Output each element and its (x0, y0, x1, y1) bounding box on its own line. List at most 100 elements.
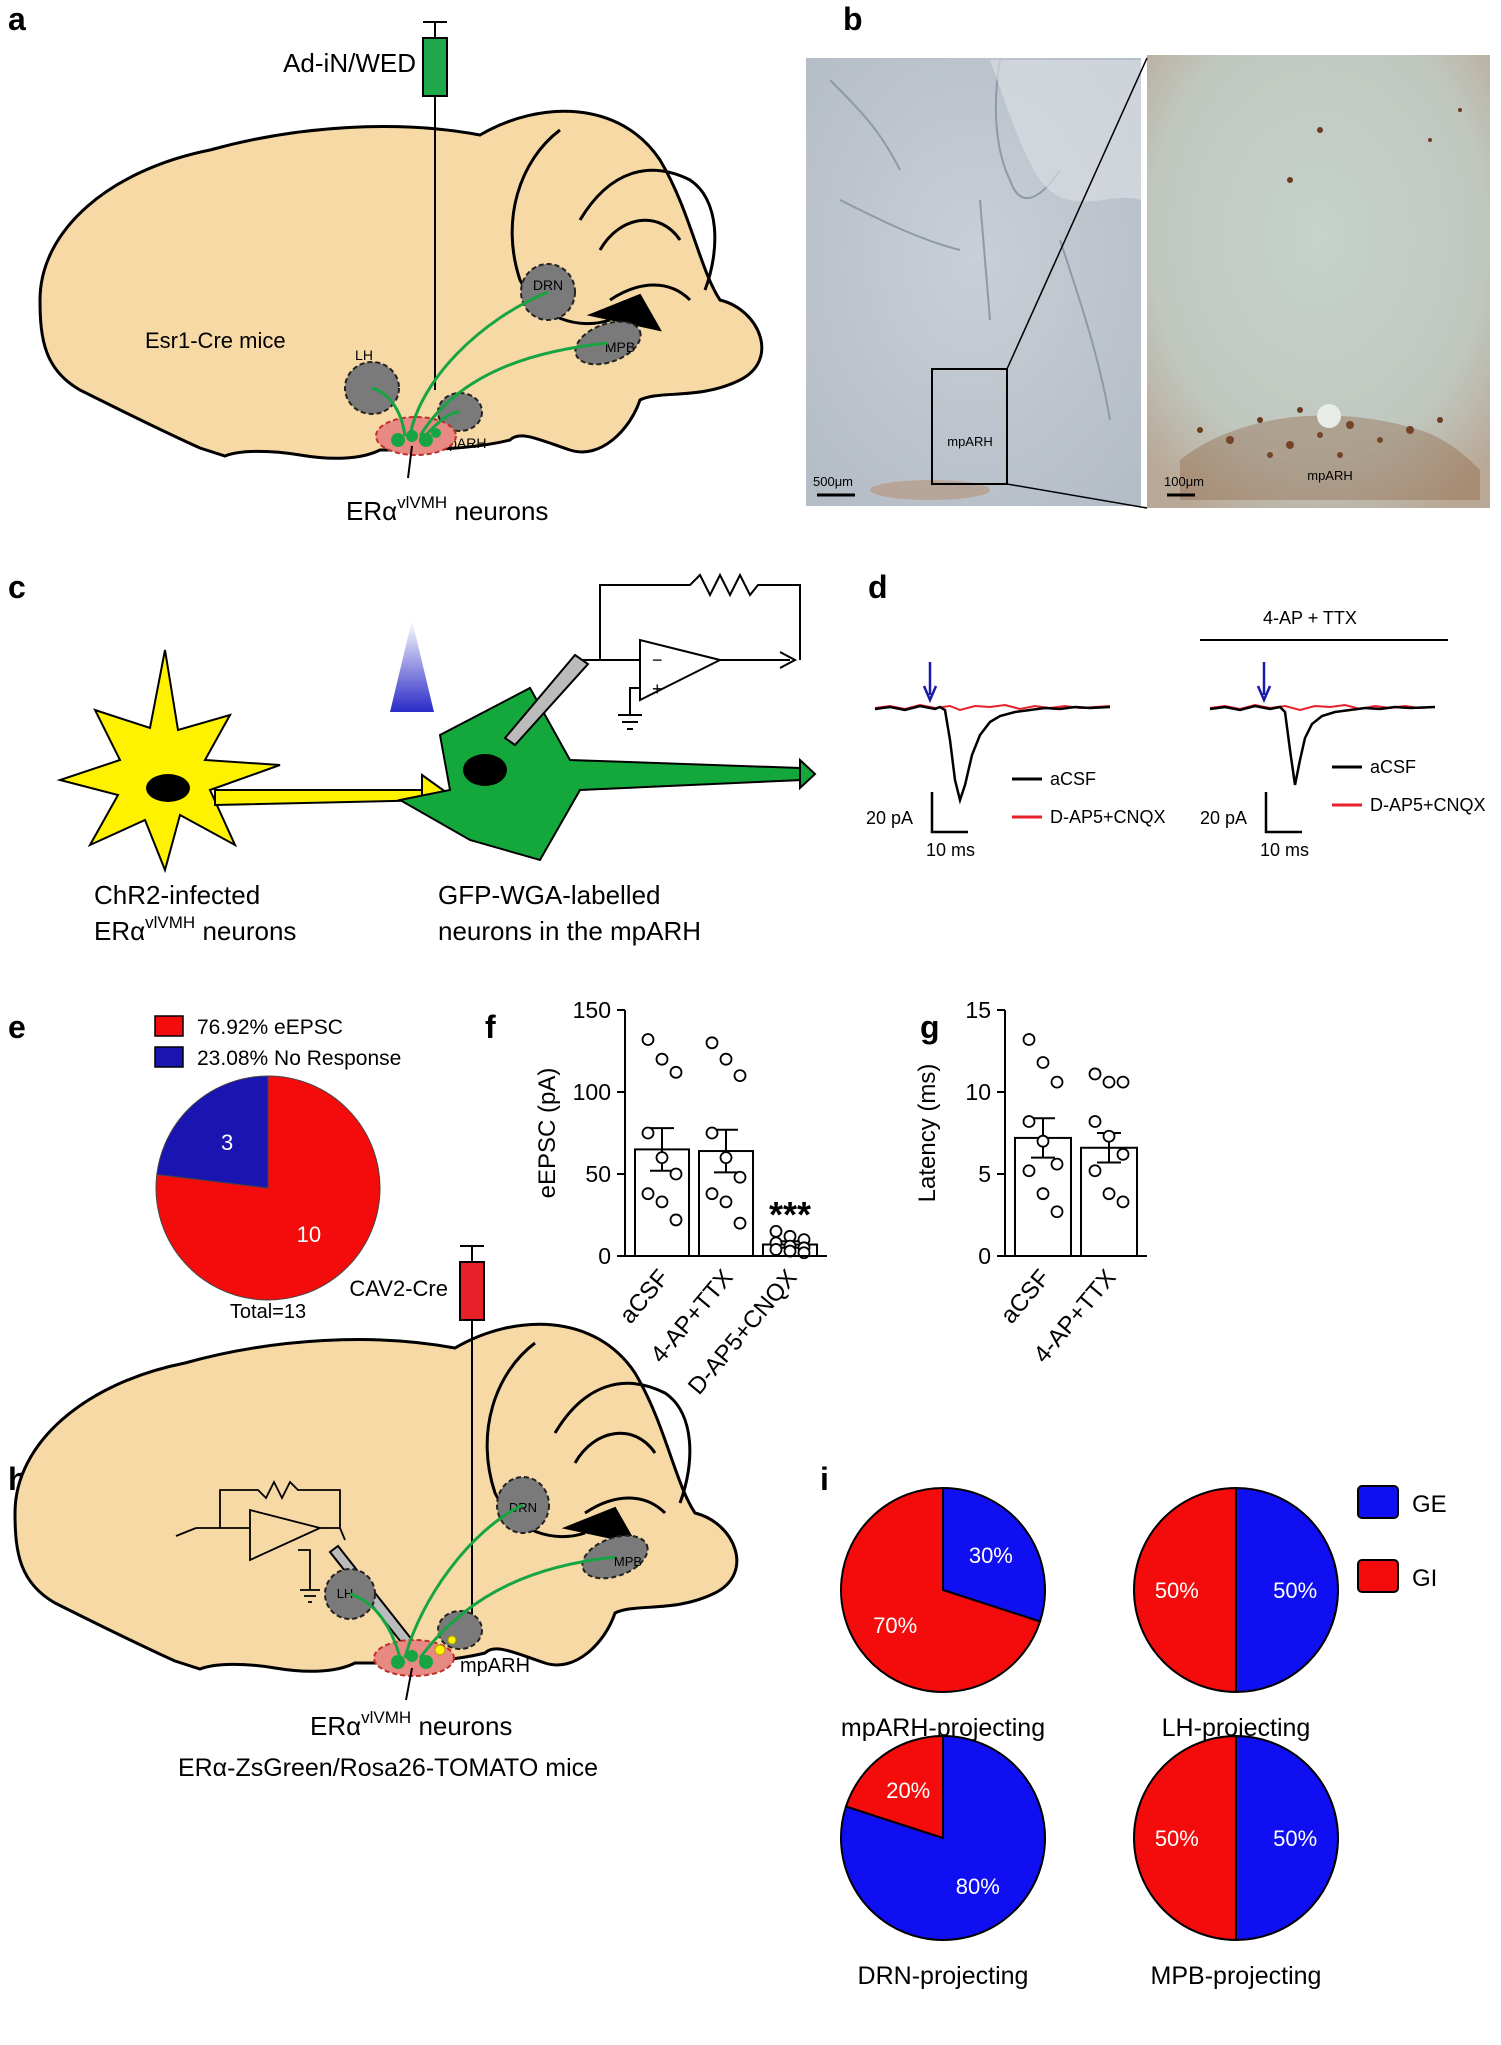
chr2-nucleus (146, 774, 190, 802)
pie-e: 10 3 (155, 1075, 381, 1301)
y-tick-label: 0 (978, 1243, 991, 1269)
data-point (669, 1065, 683, 1079)
panel-a: a Ad-iN/WED Esr1-Cre mice DRN MPB LH mpA… (8, 1, 764, 526)
data-point (719, 1052, 733, 1066)
svg-text:10 ms: 10 ms (926, 840, 975, 860)
panel-label-d: d (868, 569, 888, 605)
cerebellum-outline (578, 168, 717, 302)
svg-text:DRN: DRN (509, 1500, 537, 1515)
panel-label-a: a (8, 1, 26, 37)
y-tick-label: 50 (585, 1161, 611, 1187)
pie-value-eepsc: 10 (297, 1222, 321, 1247)
pies-i: 30%70%mpARH-projecting50%50%LH-projectin… (840, 1486, 1339, 1990)
data-point (655, 1151, 669, 1164)
gfp-nucleus (463, 754, 507, 786)
data-point (1102, 1187, 1116, 1201)
data-point (1102, 1075, 1116, 1089)
data-point (1116, 1075, 1130, 1089)
mouse-label: Esr1-Cre mice (145, 328, 286, 353)
mparh-label-h: mpARH (460, 1655, 530, 1677)
stained-cells (1197, 108, 1462, 458)
neuron-label: ERαvlVMH neurons (346, 493, 548, 526)
neuron-pointer (407, 445, 413, 479)
chr2-neuron (56, 649, 281, 874)
brain-outline (38, 109, 764, 460)
panel-label-e: e (8, 1009, 26, 1045)
legend-swatch-noresponse (154, 1046, 184, 1068)
data-point (1022, 1164, 1036, 1178)
data-point (1022, 1033, 1036, 1046)
svg-text:20 pA: 20 pA (866, 808, 913, 828)
data-point (1022, 1115, 1036, 1128)
data-point (719, 1151, 733, 1164)
data-point (1036, 1056, 1050, 1069)
right-neuron-caption-1: GFP-WGA-labelled (438, 880, 661, 910)
pie-slice-gi (1133, 1486, 1237, 1694)
pie-slice-ge (1235, 1486, 1339, 1694)
inset-box (931, 368, 1008, 485)
y-tick-label: 0 (598, 1243, 611, 1269)
left-neuron-caption-1: ChR2-infected (94, 880, 260, 910)
trace-right-acsf (1209, 704, 1436, 786)
pie-title: MPB-projecting (1151, 1962, 1322, 1990)
svg-text:10 ms: 10 ms (1260, 840, 1309, 860)
zoom-line-top (1006, 57, 1148, 370)
svg-text:MPB: MPB (614, 1554, 642, 1569)
data-point (641, 1033, 655, 1046)
y-tick-label: 10 (965, 1079, 991, 1105)
legend-gi: GI (1412, 1565, 1437, 1592)
pie-value-noresponse: 3 (221, 1130, 233, 1155)
mpb-label: MPB (605, 339, 635, 355)
neuron-label-h: ERαvlVMH neurons (310, 1708, 512, 1741)
panel-e: e 76.92% eEPSC 23.08% No Response 103 To… (8, 1009, 401, 1323)
mouse-label-h: ERα-ZsGreen/Rosa26-TOMATO mice (178, 1754, 598, 1782)
data-point (655, 1195, 669, 1209)
legend-swatch-ge (1357, 1485, 1399, 1519)
panel-label-b: b (843, 1, 863, 37)
data-point (1050, 1205, 1064, 1219)
data-point (641, 1126, 655, 1140)
data-point (1036, 1187, 1050, 1201)
data-point (1088, 1115, 1102, 1128)
pie-value-gi: 70% (873, 1613, 917, 1638)
panel-i: i 30%70%mpARH-projecting50%50%LH-project… (820, 1461, 1447, 1990)
injection-label-h: CAV2-Cre (349, 1276, 448, 1301)
y-axis-label: Latency (ms) (914, 1064, 941, 1203)
legend-left-dap5: D-AP5+CNQX (1050, 807, 1166, 827)
data-point (1088, 1164, 1102, 1178)
svg-text:+: + (652, 679, 663, 699)
y-axis-label: eEPSC (pA) (534, 1068, 561, 1199)
data-point (655, 1052, 669, 1066)
data-point (669, 1167, 683, 1181)
pie-value-ge: 30% (969, 1543, 1013, 1568)
legend-left-acsf: aCSF (1050, 769, 1096, 789)
amplifier-circuit (582, 572, 801, 730)
data-point (719, 1195, 733, 1209)
panel-c: c − + ChR2-infected ERαvlVMH neurons GFP… (8, 569, 817, 946)
panel-d: d 4-AP + TTX aCSF D-AP5+CNQX aCSF D-AP5+… (866, 569, 1486, 860)
data-point (1116, 1147, 1130, 1161)
panel-b: b mpARH 500μm mpARH 100μm (806, 1, 1490, 509)
pie-slice-ge (1235, 1734, 1339, 1942)
significance-label: *** (769, 1194, 811, 1235)
svg-text:20 pA: 20 pA (1200, 808, 1247, 828)
syringe-barrel-h (459, 1261, 485, 1321)
data-point (705, 1126, 719, 1140)
y-tick-label: 150 (573, 997, 611, 1023)
legend-right-acsf: aCSF (1370, 757, 1416, 777)
amplifier-circuit-h (175, 1479, 346, 1603)
x-tick-label: aCSF (995, 1265, 1055, 1329)
data-point (641, 1187, 655, 1201)
data-point (783, 1244, 797, 1258)
recording-pipette (503, 653, 590, 747)
vlvmh-neurons (391, 428, 441, 447)
data-point (1116, 1195, 1130, 1209)
syringe-barrel (422, 37, 448, 97)
y-tick-label: 5 (978, 1161, 991, 1187)
y-tick-label: 100 (573, 1079, 611, 1105)
panel-label-g: g (920, 1009, 940, 1045)
legend-swatch-eepsc (154, 1015, 184, 1037)
injection-label: Ad-iN/WED (283, 48, 416, 78)
gfp-neuron (397, 686, 804, 862)
